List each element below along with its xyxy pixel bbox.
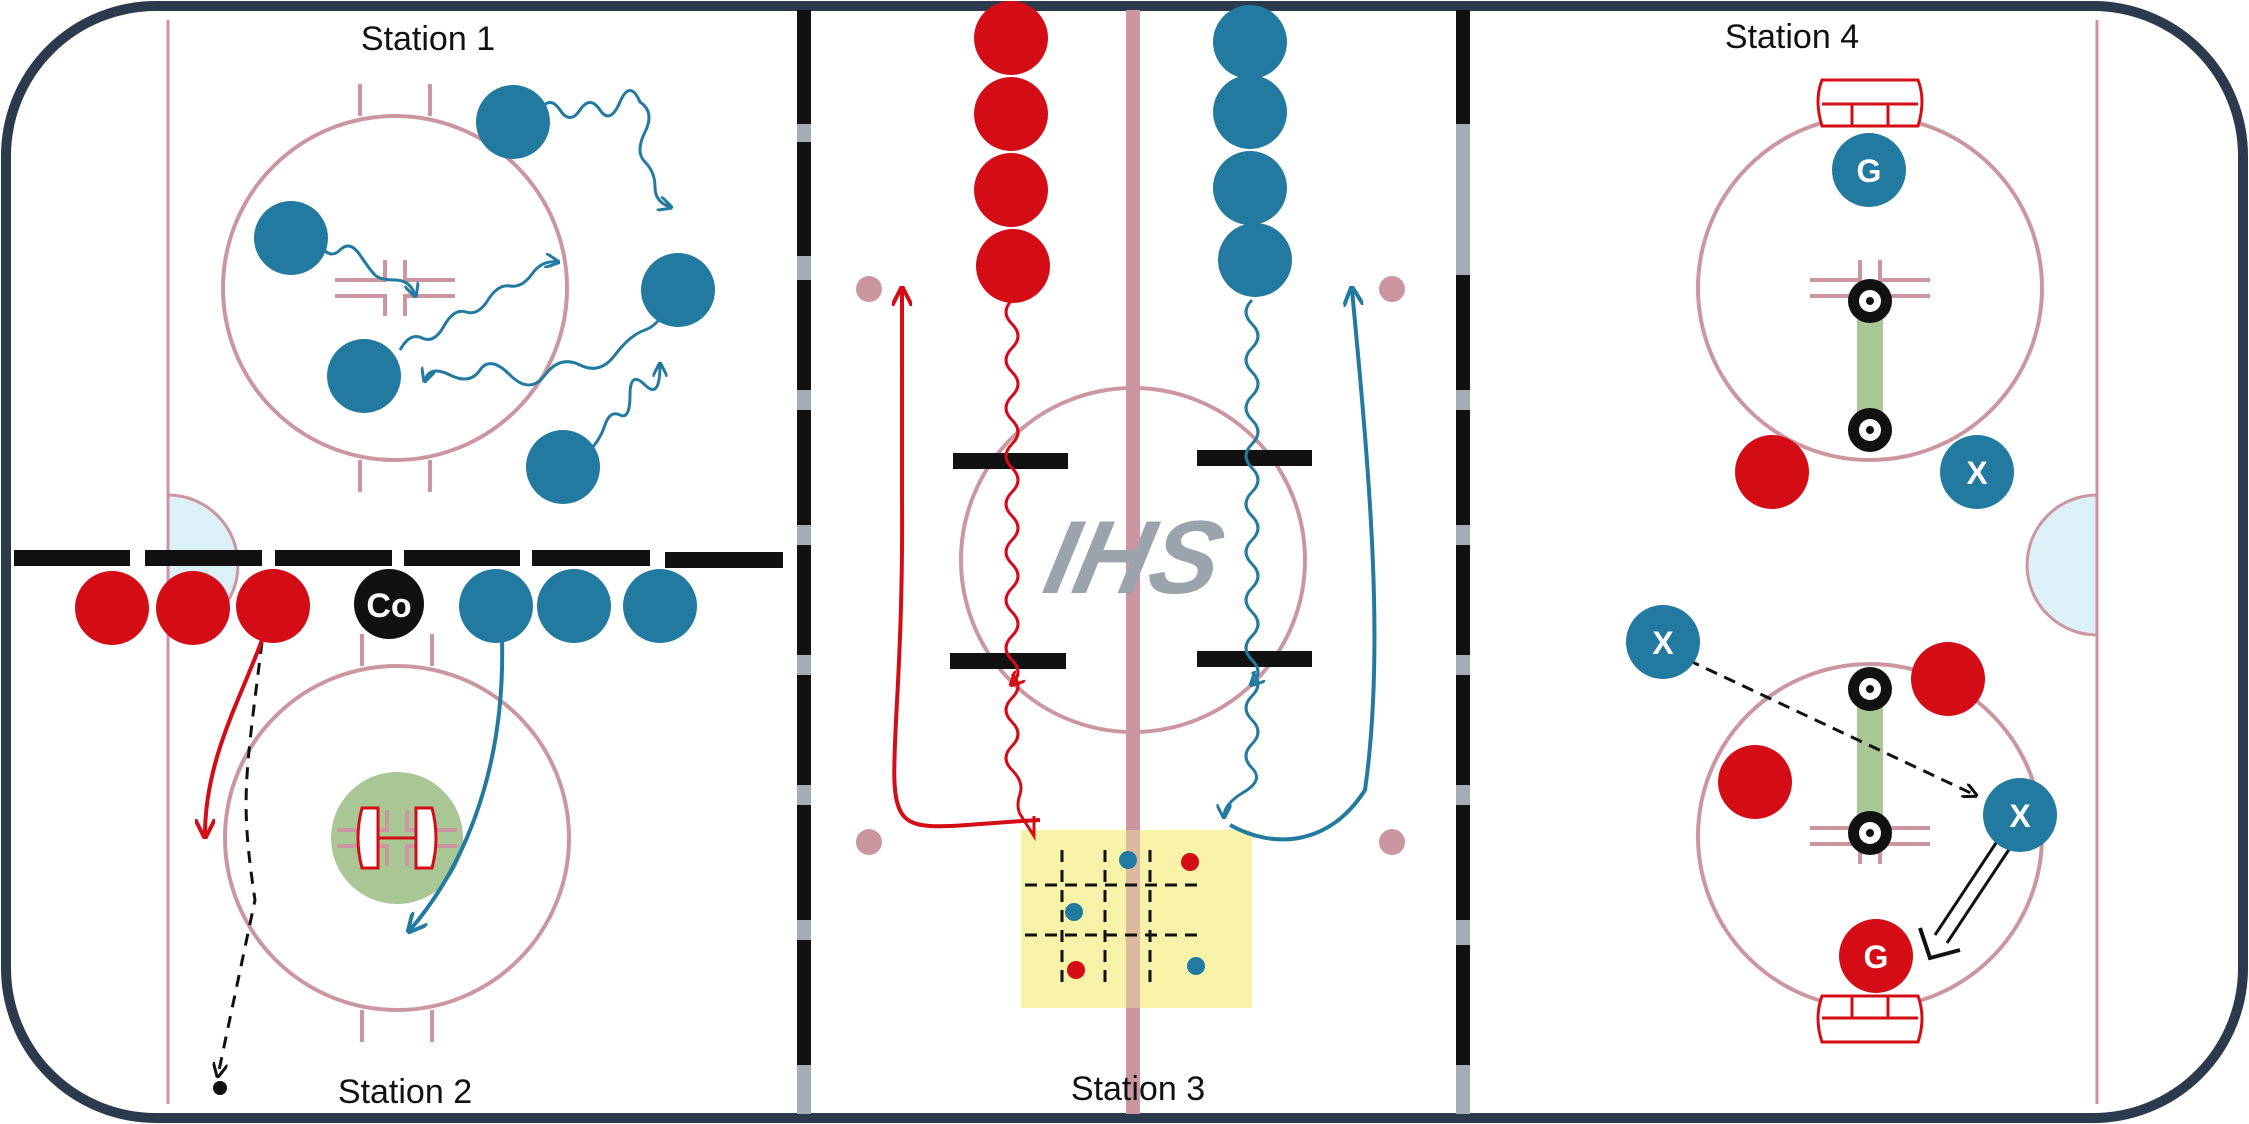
grid-puck [1065,903,1083,921]
blue-player [459,569,533,643]
station-3-red-line [974,1,1050,303]
blue-player [327,339,401,413]
blue-goalie [1832,133,1906,207]
pass-line [218,641,264,1075]
blue-defender [1983,778,2057,852]
faceoff-dot [1379,829,1405,855]
svg-text:IHS: IHS [1035,500,1233,616]
station-3-blue-line [1213,5,1292,297]
blue-player [254,201,328,275]
blue-player [641,253,715,327]
blue-player [476,85,550,159]
defender-label: X [1652,625,1674,661]
blue-player [526,430,600,504]
station-divider-barrier [14,550,783,568]
red-goalie [1839,919,1913,993]
station-2-label: Station 2 [338,1073,472,1111]
hockey-net-icon [1816,78,1924,128]
red-player [1735,435,1809,509]
tire-icon [1848,279,1892,452]
grid-puck [1119,851,1137,869]
defender-label: X [1966,455,1988,491]
blue-defender [1940,435,2014,509]
station-3-skating-paths [894,290,1377,842]
center-circle [959,386,1307,734]
red-player [1718,745,1792,819]
blue-player [537,569,611,643]
red-player [236,569,310,643]
faceoff-dot [856,829,882,855]
pass-line [1687,658,1975,795]
blue-player [623,569,697,643]
coach-token-label: Co [366,587,411,625]
hockey-net-icon [1816,994,1924,1044]
ihs-logo: IHS [1035,500,1233,616]
goalie-label: G [1857,153,1882,189]
station-3-label: Station 3 [1071,1070,1205,1108]
station-1-skating-paths [318,89,670,452]
grid-puck [1181,853,1199,871]
station-3-barriers [950,450,1312,669]
hockey-net-icon [356,806,438,870]
right-crease [2025,493,2099,637]
defender-label: X [2009,798,2031,834]
faceoff-dot [856,276,882,302]
grid-puck [1187,957,1205,975]
tire-icon [1848,667,1892,855]
red-player [1911,642,1985,716]
faceoff-dot [1379,276,1405,302]
blue-skate-path [410,639,505,930]
passing-lane [1857,690,1883,830]
blue-defender [1626,605,1700,679]
shot-line [1918,839,2012,961]
tic-tac-toe-board [1025,850,1200,990]
coach-token [354,569,424,639]
red-player [156,571,230,645]
red-skate-path [205,639,264,835]
grid-puck [1067,961,1085,979]
faceoff-circle-station-2 [223,634,571,1042]
puck-icon [213,1081,227,1095]
goalie-label: G [1864,939,1889,975]
red-player [75,571,149,645]
blue-line-barriers [797,10,1470,1065]
station-1-label: Station 1 [361,20,495,58]
station-4-label: Station 4 [1725,18,1859,56]
